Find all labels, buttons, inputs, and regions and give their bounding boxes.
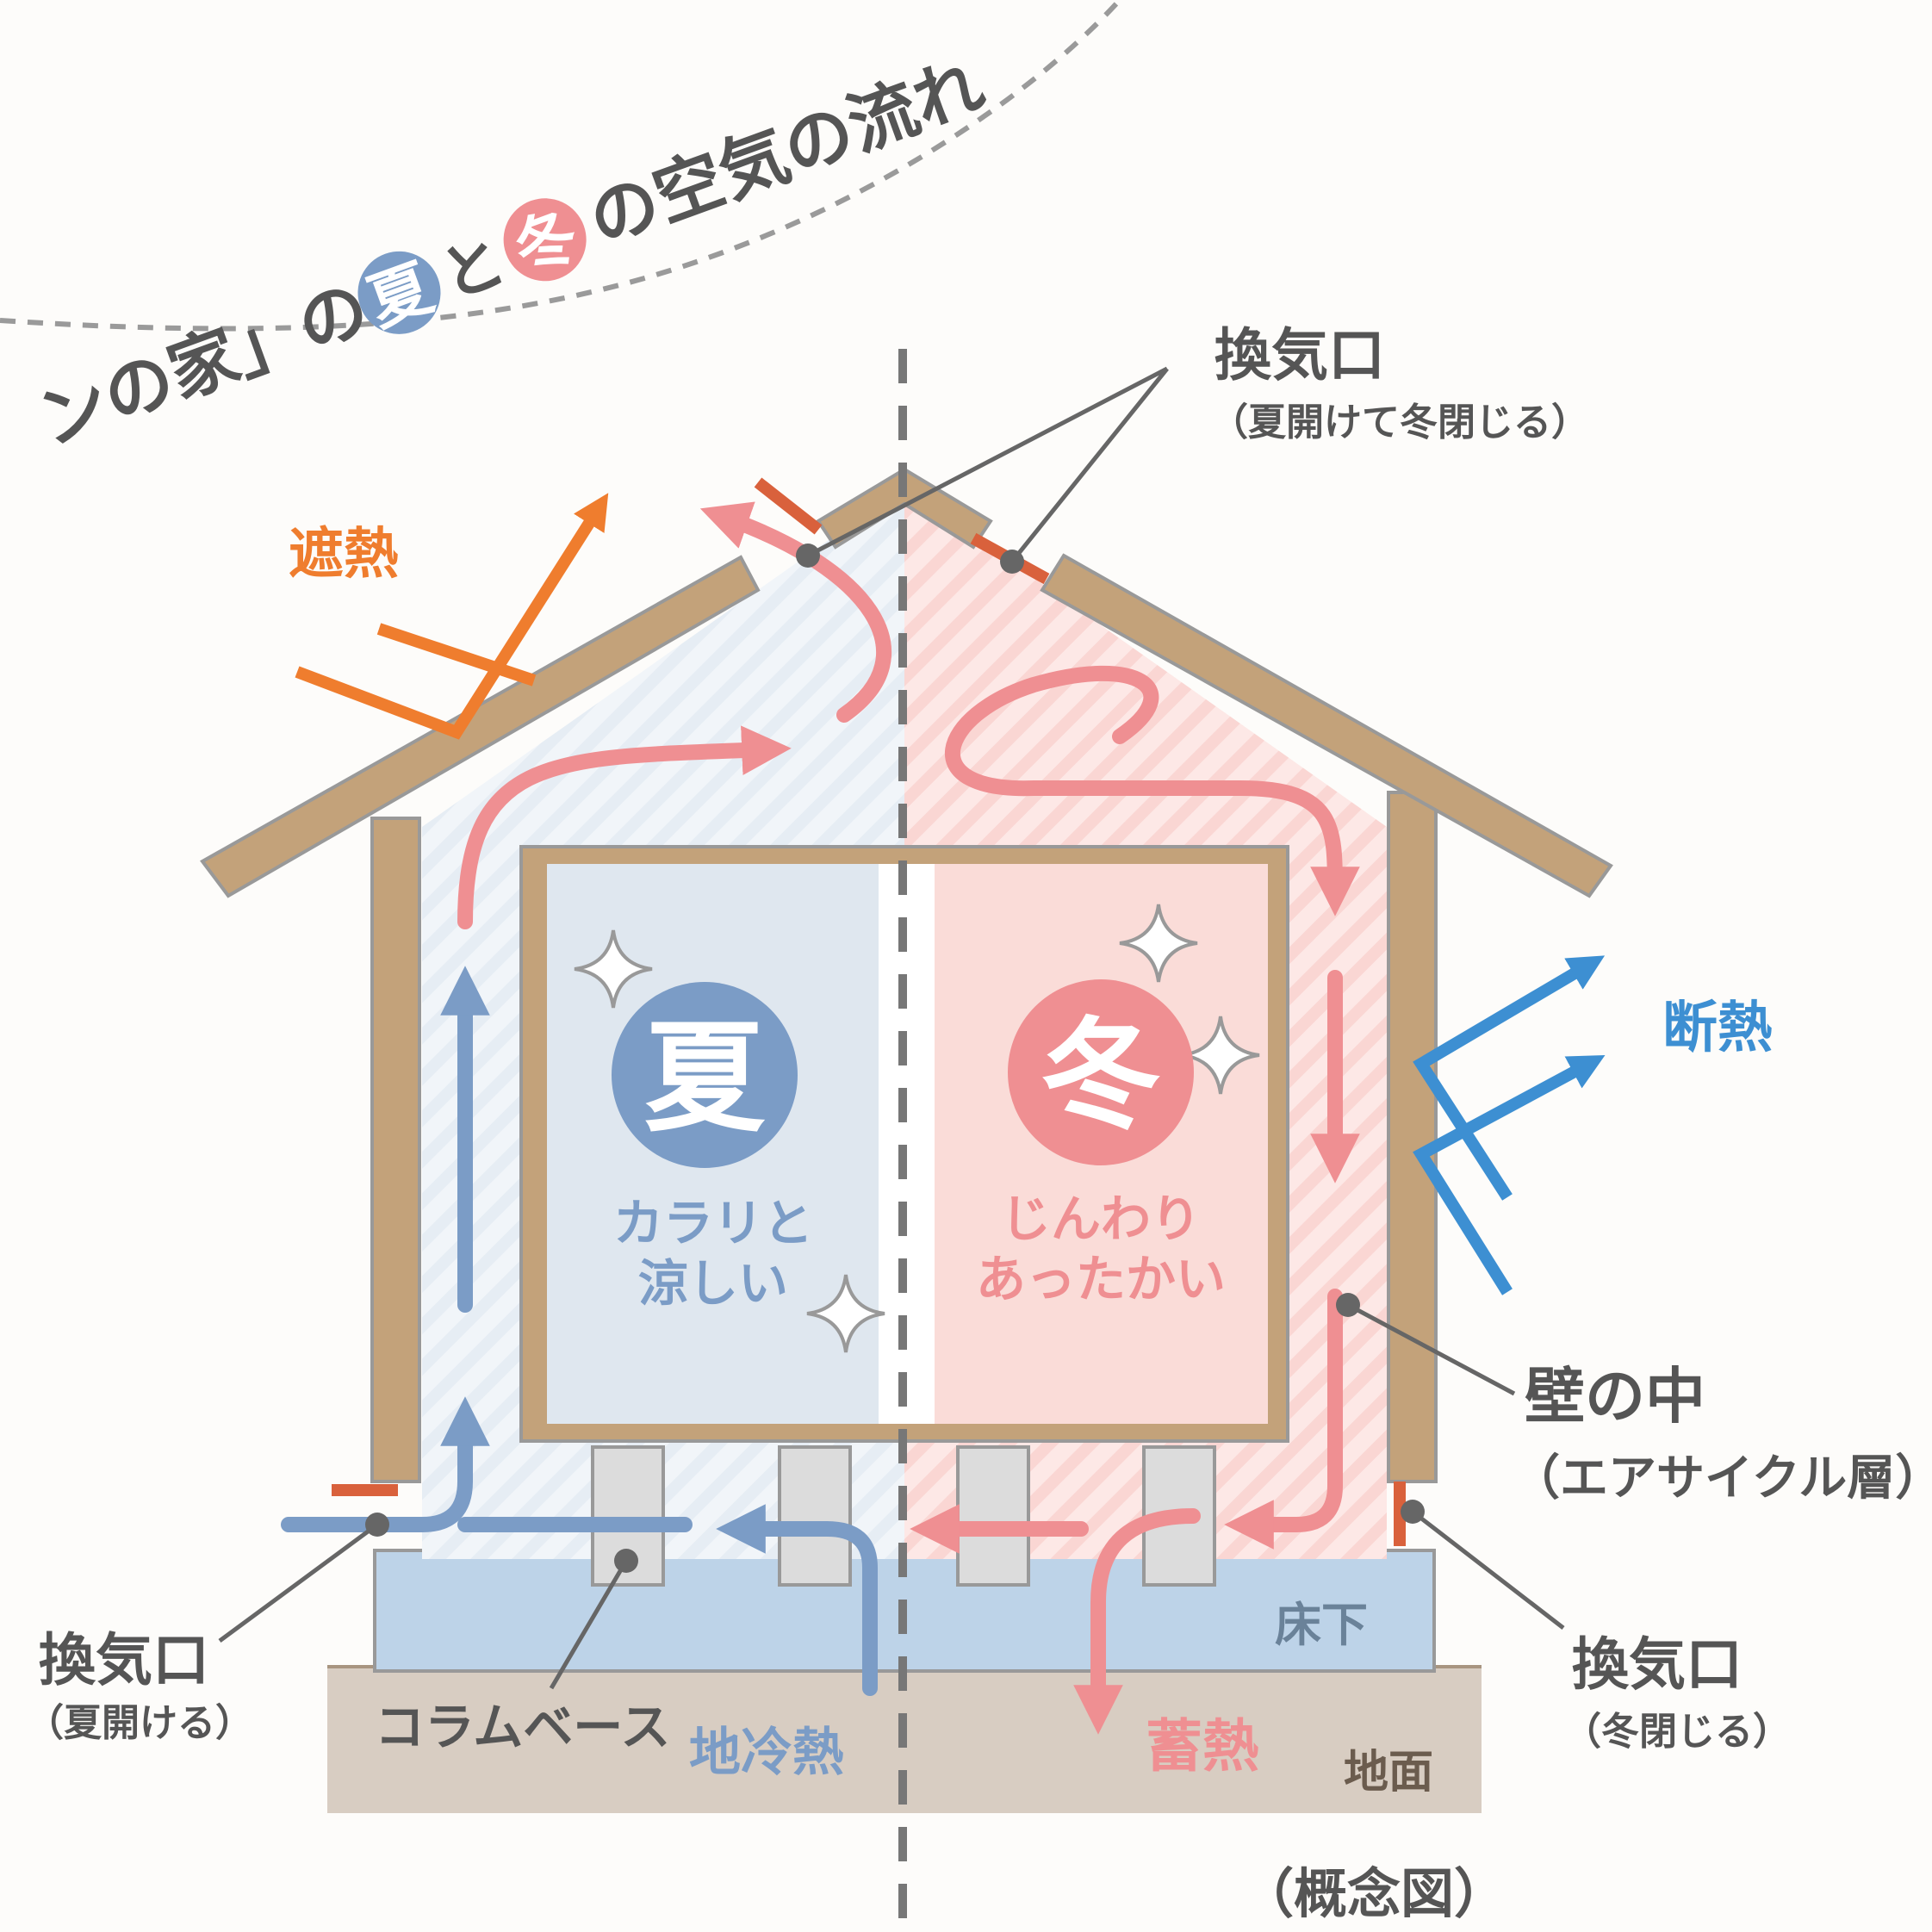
winter-badge-text: 冬: [1041, 1006, 1161, 1146]
right-vent-label: 換気口: [1572, 1631, 1743, 1698]
winter-badge: [1008, 979, 1194, 1165]
wall-inside-note: （エアサイクル層）: [1512, 1451, 1932, 1506]
roof-right: [1040, 553, 1613, 898]
underfloor-label: 床下: [1275, 1598, 1368, 1652]
leader-dots: [365, 544, 1425, 1573]
column-bases: [591, 1445, 1216, 1587]
title-prefix: ンの家」の: [28, 268, 379, 461]
left-vent-note: （夏開ける）: [26, 1701, 253, 1745]
ground-cooling-label: 地冷熱: [689, 1723, 844, 1783]
summer-airflow: [281, 966, 878, 1696]
summer-badge: [612, 982, 798, 1168]
leader-lines: [218, 366, 1565, 1690]
ground-label: 地面: [1344, 1747, 1433, 1798]
wall-inside-label: 壁の中: [1525, 1361, 1705, 1432]
right-wall: [1387, 791, 1438, 1483]
insulation-arrows: [1413, 955, 1606, 1295]
concept-label: （概念図）: [1240, 1862, 1507, 1925]
summer-badge-text: 夏: [644, 1009, 766, 1149]
winter-room-label: 冬 じんわり あったかい: [976, 979, 1226, 1308]
winter-text-line1: じんわり: [1001, 1190, 1201, 1248]
right-vent-note: （冬閉じる）: [1563, 1710, 1791, 1754]
top-vent-label: 換気口: [1214, 322, 1385, 388]
left-wall: [370, 817, 421, 1483]
summer-title-badge: [357, 251, 441, 334]
heat-shield-label: 遮熱: [289, 523, 399, 587]
summer-text-line2: 涼しい: [638, 1254, 788, 1313]
pink-airflow: [457, 501, 1360, 1735]
column-base-label: コラムベース: [375, 1698, 670, 1756]
page-title: ンの家」の 夏 と 冬 の空気の流れ: [28, 44, 994, 461]
winter-title-badge: [503, 198, 587, 282]
heat-shield-arrows: [295, 493, 609, 740]
summer-room-label: 夏 カラリと 涼しい: [612, 982, 813, 1313]
winter-text-line2: あったかい: [976, 1250, 1226, 1308]
title-connector: と: [432, 224, 514, 314]
summer-text-line1: カラリと: [613, 1194, 813, 1252]
insulation-label: 断熱: [1662, 997, 1773, 1060]
sparkle-icons: [574, 904, 1260, 1353]
top-vent-note: （夏開けて冬閉じる）: [1210, 401, 1589, 444]
heat-storage-label: 蓄熱: [1146, 1713, 1259, 1780]
title-curve: [0, 0, 1122, 332]
left-vent-label: 換気口: [39, 1627, 209, 1693]
roof-left: [200, 555, 761, 898]
